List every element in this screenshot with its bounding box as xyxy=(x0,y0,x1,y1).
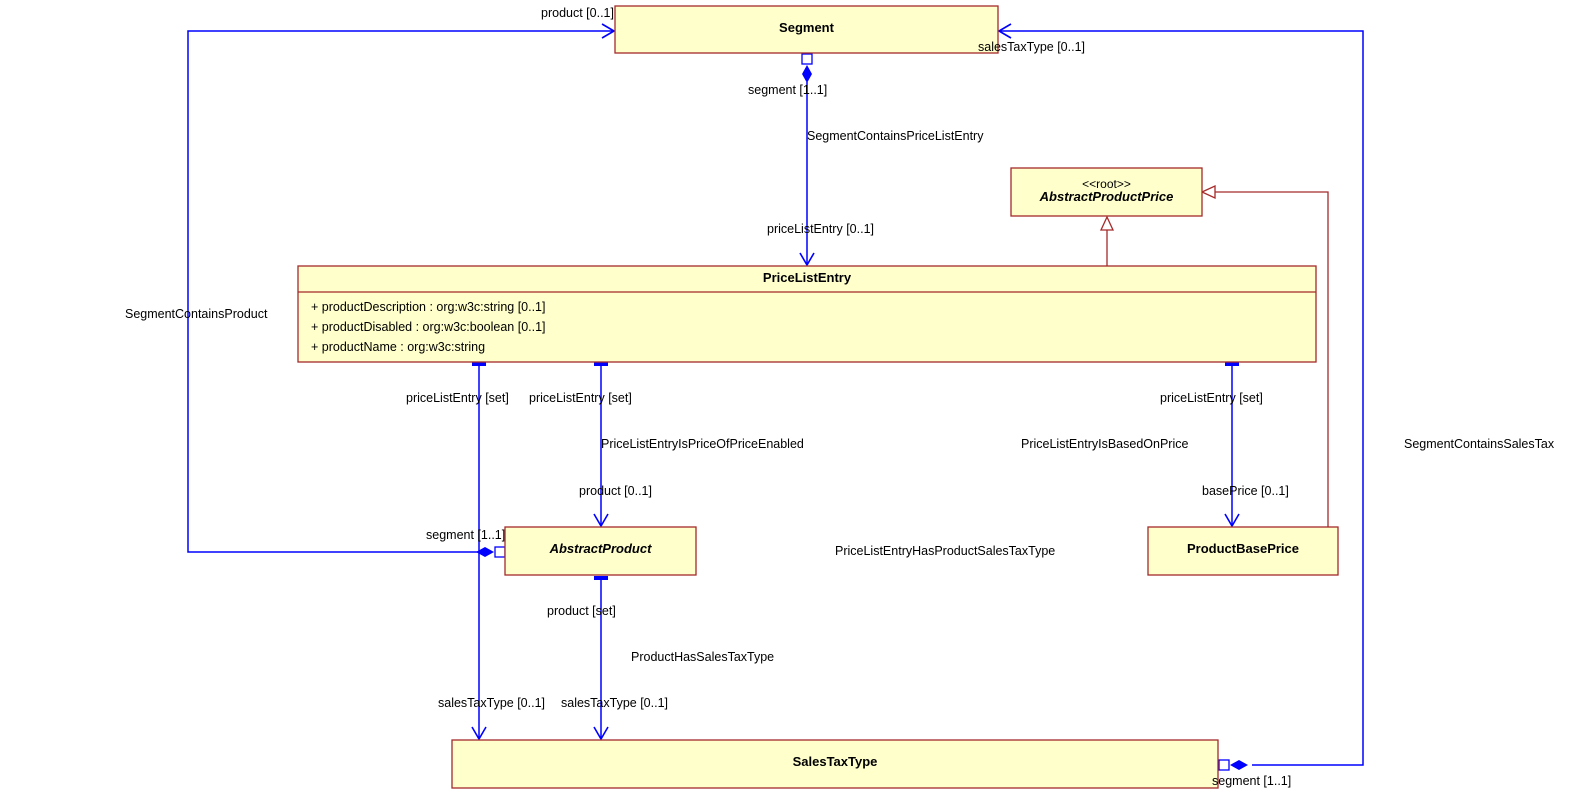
role-label: priceListEntry [set] xyxy=(1160,391,1263,405)
class-box xyxy=(504,526,697,576)
generalization-arrowhead xyxy=(1099,215,1115,231)
class-box xyxy=(297,265,1317,363)
role-label: salesTaxType [0..1] xyxy=(438,696,545,710)
class-box xyxy=(614,5,999,54)
class-abstract-product[interactable]: AbstractProduct xyxy=(504,526,697,576)
role-label: product [set] xyxy=(547,604,616,618)
class-box xyxy=(451,739,1219,789)
composition-diamond xyxy=(802,65,812,83)
class-attribute: + productDisabled : org:w3c:boolean [0..… xyxy=(311,320,546,334)
association-lines xyxy=(187,31,1364,766)
role-label: product [0..1] xyxy=(579,484,652,498)
set-end-marker xyxy=(594,576,608,580)
association-end-ornaments xyxy=(472,53,1248,771)
role-label: salesTaxType [0..1] xyxy=(561,696,668,710)
class-name: SalesTaxType xyxy=(793,754,878,769)
class-abstract-product-price[interactable]: <<root>> AbstractProductPrice xyxy=(1010,167,1203,217)
role-label: priceListEntry [set] xyxy=(406,391,509,405)
class-stereotype: <<root>> xyxy=(1082,177,1131,191)
class-name: Segment xyxy=(779,20,835,35)
association-name: PriceListEntryHasProductSalesTaxType xyxy=(835,544,1055,558)
role-label: salesTaxType [0..1] xyxy=(978,40,1085,54)
class-name: AbstractProductPrice xyxy=(1039,189,1174,204)
class-price-list-entry[interactable]: PriceListEntry + productDescription : or… xyxy=(297,265,1317,363)
association-labels: segment [1..1] SegmentContainsPriceListE… xyxy=(125,6,1555,788)
segment-contains-sales-tax-line[interactable] xyxy=(999,31,1364,766)
composition-diamond xyxy=(476,547,494,557)
set-end-marker xyxy=(472,362,486,366)
generalization-arrowhead xyxy=(1200,184,1216,200)
role-label: priceListEntry [set] xyxy=(529,391,632,405)
class-name: PriceListEntry xyxy=(763,270,852,285)
segment-contains-product-line[interactable] xyxy=(187,31,614,553)
class-box xyxy=(1010,167,1203,217)
class-name: AbstractProduct xyxy=(549,541,653,556)
product-base-price-generalization-line[interactable] xyxy=(1215,191,1329,527)
composition-diamond xyxy=(1230,760,1248,770)
class-attribute: + productName : org:w3c:string xyxy=(311,340,485,354)
role-label: segment [1..1] xyxy=(748,83,827,97)
class-name: ProductBasePrice xyxy=(1187,541,1299,556)
navigability-square xyxy=(801,53,813,65)
association-name: PriceListEntryIsPriceOfPriceEnabled xyxy=(601,437,804,451)
generalization-lines xyxy=(1099,184,1329,527)
role-label: segment [1..1] xyxy=(426,528,505,542)
class-sales-tax-type[interactable]: SalesTaxType xyxy=(451,739,1219,789)
association-name: PriceListEntryIsBasedOnPrice xyxy=(1021,437,1188,451)
class-attribute: + productDescription : org:w3c:string [0… xyxy=(311,300,546,314)
class-product-base-price[interactable]: ProductBasePrice xyxy=(1147,526,1339,576)
association-name: SegmentContainsSalesTax xyxy=(1404,437,1555,451)
association-name: SegmentContainsProduct xyxy=(125,307,268,321)
class-box xyxy=(1147,526,1339,576)
navigability-square xyxy=(1218,759,1230,771)
role-label: priceListEntry [0..1] xyxy=(767,222,874,236)
navigability-square xyxy=(494,546,506,558)
role-label: basePrice [0..1] xyxy=(1202,484,1289,498)
set-end-marker xyxy=(1225,362,1239,366)
set-end-marker xyxy=(594,362,608,366)
class-segment[interactable]: Segment xyxy=(614,5,999,54)
role-label: product [0..1] xyxy=(541,6,614,20)
role-label: segment [1..1] xyxy=(1212,774,1291,788)
association-name: ProductHasSalesTaxType xyxy=(631,650,774,664)
association-name: SegmentContainsPriceListEntry xyxy=(807,129,984,143)
